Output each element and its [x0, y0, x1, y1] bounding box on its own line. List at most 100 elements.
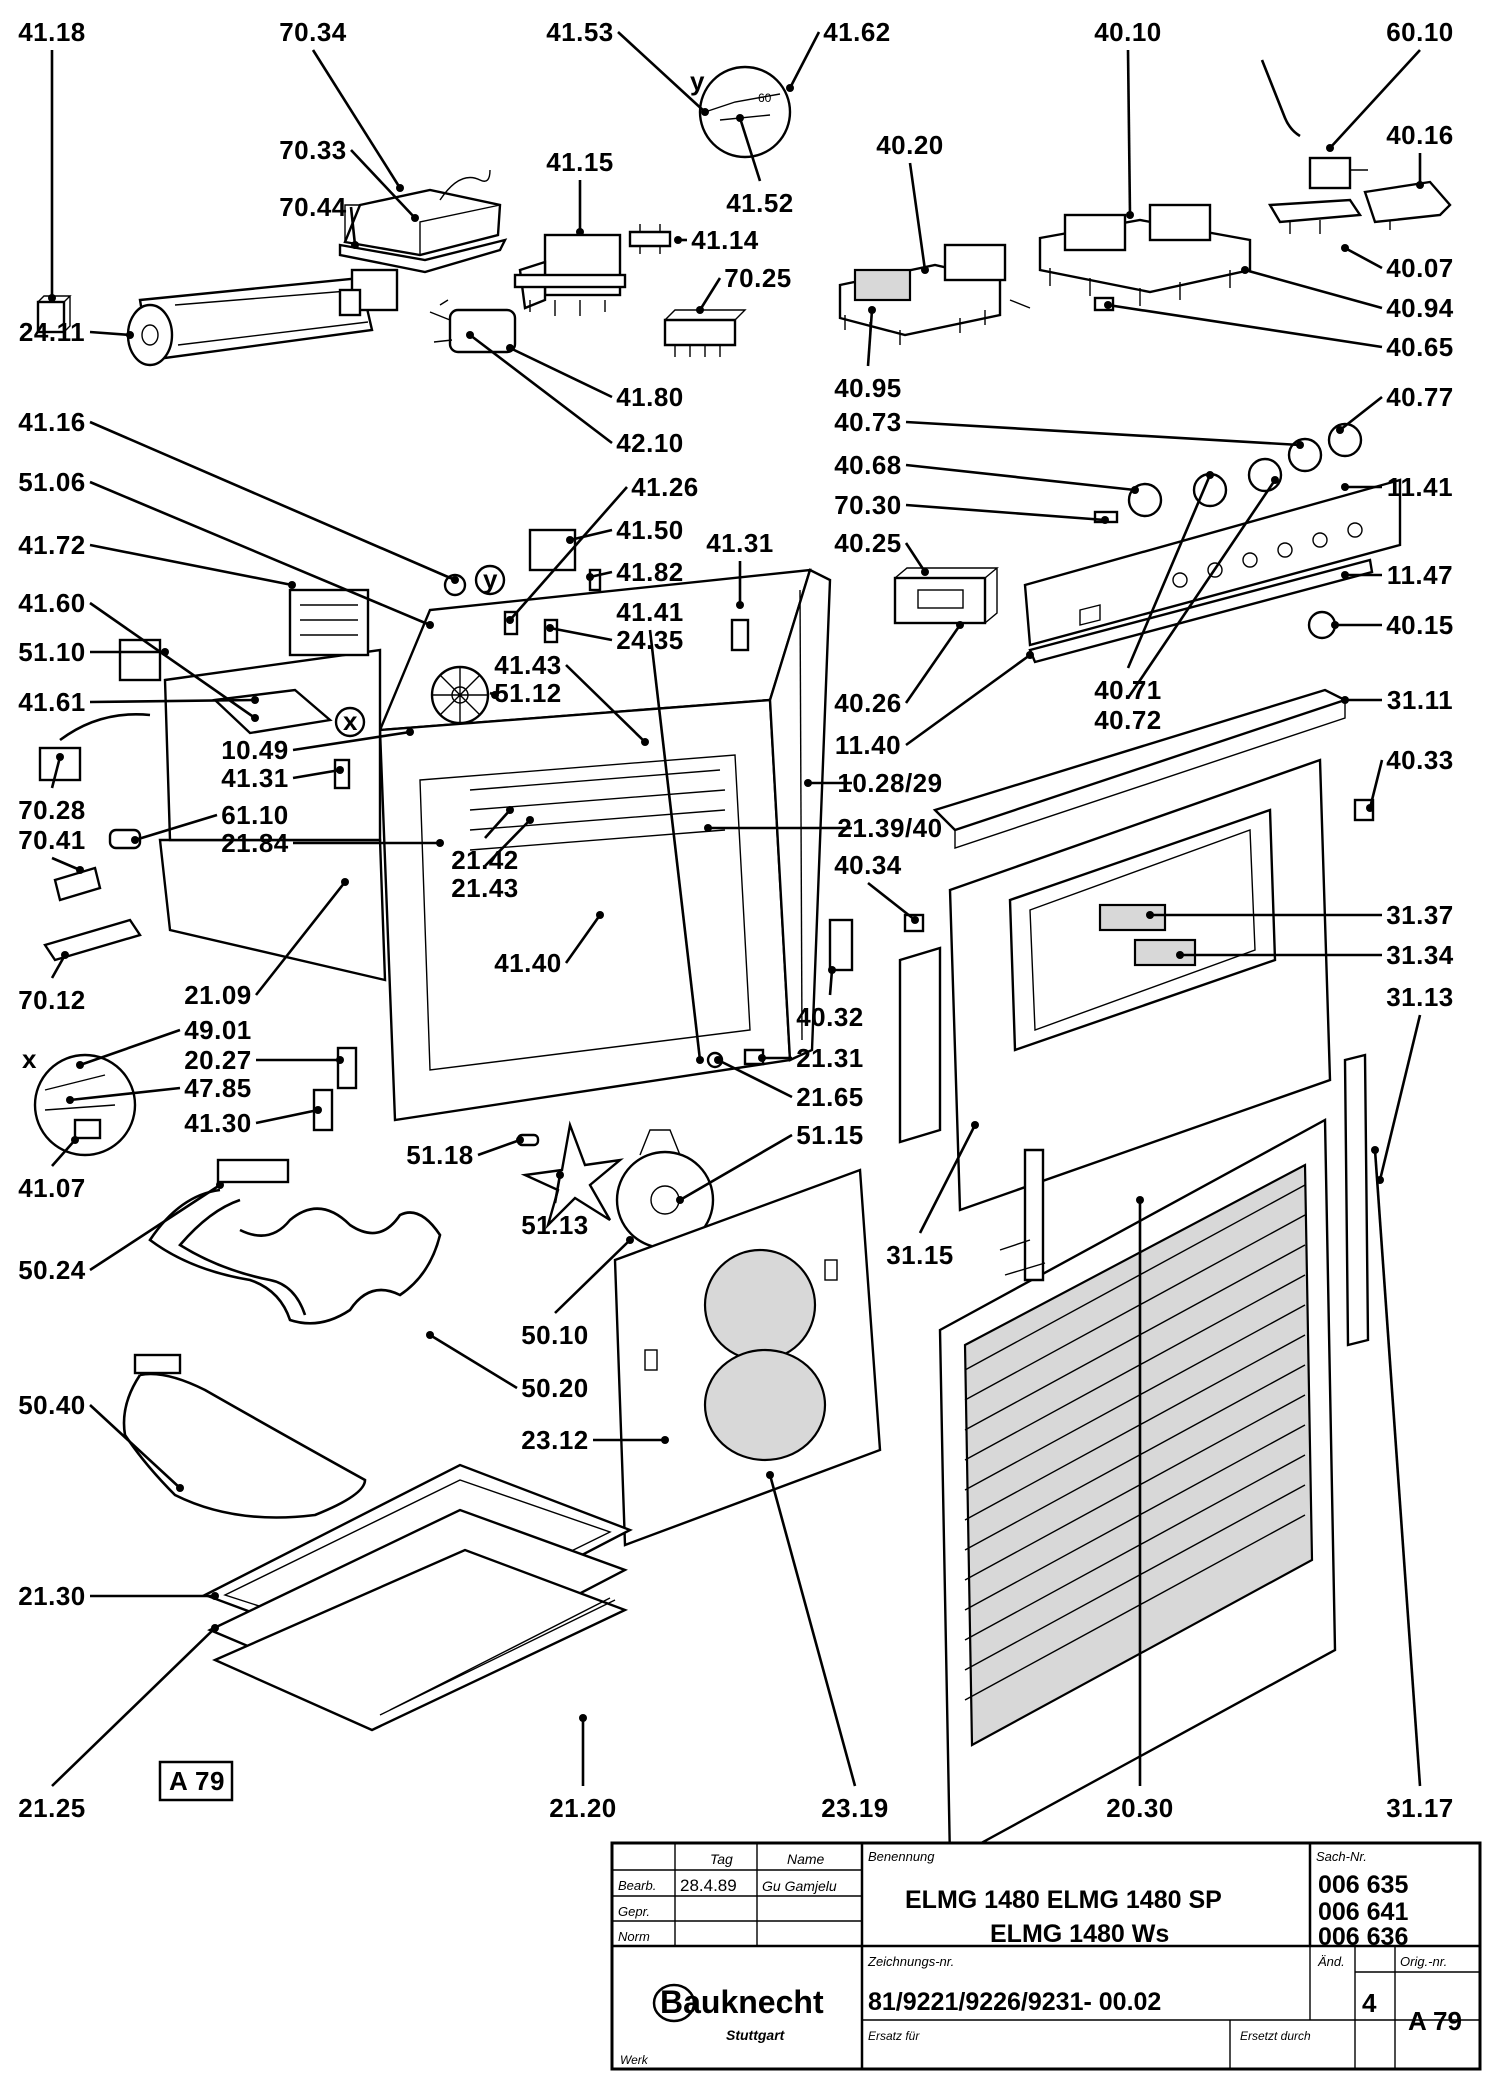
callout-dot [1104, 301, 1112, 309]
callout-leader [350, 149, 416, 219]
callout-leader [349, 206, 357, 246]
callout-leader [1368, 759, 1384, 809]
detail-marker-x-ref: x [343, 706, 358, 736]
callout-60-10: 60.10 [1326, 17, 1453, 152]
callout-21-31: 21.31 [758, 1043, 863, 1073]
detail-circle-y: 60 [698, 65, 792, 159]
callout-dot [66, 1096, 74, 1104]
callout-leader [51, 856, 81, 872]
callout-dot [1131, 486, 1139, 494]
callout-label: 41.72 [18, 530, 86, 560]
callout-dot [131, 836, 139, 844]
callout-label: 31.11 [1387, 685, 1453, 715]
callout-dot [314, 1106, 322, 1114]
callout-50-40: 50.40 [18, 1390, 184, 1492]
callout-leader [565, 664, 646, 743]
callout-label: 21.20 [549, 1793, 617, 1823]
callout-dot [736, 114, 744, 122]
callout-dot [61, 951, 69, 959]
callout-leader [617, 31, 706, 113]
callout-dot [701, 108, 709, 116]
callout-dot [1416, 181, 1424, 189]
part-switch-group-right [1038, 203, 1252, 312]
callout-dot [1176, 951, 1184, 959]
callout-dot [1126, 211, 1134, 219]
callout-dot [451, 576, 459, 584]
callout-label: 51.15 [796, 1120, 864, 1150]
callout-70-30: 70.30 [834, 490, 1109, 524]
callout-dot [956, 621, 964, 629]
callout-dot [426, 621, 434, 629]
row-gepr-label: Gepr. [618, 1904, 650, 1919]
callout-label: 41.43 [494, 650, 562, 680]
brand-city: Stuttgart [726, 2027, 786, 2043]
ersetzt-label: Ersetzt durch [1240, 2029, 1311, 2043]
callout-31-15: 31.15 [886, 1121, 979, 1270]
callout-41-61: 41.61 [18, 687, 259, 717]
callout-dot [396, 184, 404, 192]
callout-leader [51, 1139, 76, 1167]
callout-dot [576, 228, 584, 236]
callout-40-25: 40.25 [834, 528, 929, 576]
callout-leader [51, 1627, 216, 1787]
callout-label: 51.06 [18, 467, 86, 497]
callout-dot [48, 294, 56, 302]
callout-dot [736, 601, 744, 609]
callout-label: 40.34 [834, 850, 902, 880]
callout-leader [89, 480, 431, 627]
callout-dot [211, 1624, 219, 1632]
callout-dot [71, 1136, 79, 1144]
callout-dot [921, 266, 929, 274]
callout-leader [905, 503, 1106, 522]
callout-21-84: 21.84 [221, 828, 444, 858]
callout-label: 51.18 [406, 1140, 474, 1170]
callout-leader [89, 330, 131, 337]
callout-leader [569, 528, 613, 542]
callout-41-31: 41.31 [706, 528, 773, 609]
callout-leader [1244, 268, 1383, 310]
callout-label: 40.07 [1386, 253, 1454, 283]
callout-label: 41.40 [494, 948, 562, 978]
callout-41-16: 41.16 [18, 407, 459, 584]
callout-21-09: 21.09 [184, 878, 349, 1010]
callout-31-34: 31.34 [1176, 940, 1453, 970]
callout-label: 41.16 [18, 407, 86, 437]
callout-40-34: 40.34 [834, 850, 919, 924]
callout-leader [867, 881, 916, 922]
callout-leader [1339, 395, 1383, 432]
callout-dot [921, 568, 929, 576]
callout-dot [506, 806, 514, 814]
callout-dot [586, 573, 594, 581]
callout-dot [804, 779, 812, 787]
detail-circle-x [33, 1053, 137, 1157]
callout-label: 21.84 [221, 828, 289, 858]
callout-51-12: 51.12 [489, 678, 561, 708]
callout-23-12: 23.12 [521, 1425, 669, 1455]
callout-label: 40.10 [1094, 17, 1162, 47]
callout-40-26: 40.26 [834, 621, 964, 718]
callout-leader [768, 1474, 857, 1787]
callout-41-52: 41.52 [726, 114, 793, 218]
callout-dot [596, 911, 604, 919]
callout-label: 11.41 [1387, 472, 1453, 502]
callout-dot [56, 753, 64, 761]
callout-label: 40.20 [876, 130, 944, 160]
callout-dot [1336, 426, 1344, 434]
callout-dot [516, 1136, 524, 1144]
callout-leader [89, 543, 293, 587]
callout-20-30: 20.30 [1106, 1196, 1173, 1823]
callout-label: 51.13 [521, 1210, 589, 1240]
benennung-label: Benennung [868, 1849, 935, 1864]
callout-leader [904, 542, 927, 573]
callout-leader [1126, 49, 1132, 216]
callout-dot [704, 824, 712, 832]
signature-value: Gu Gamjelu [762, 1878, 837, 1894]
models-line-2: ELMG 1480 Ws [990, 1920, 1169, 1948]
callout-label: 41.41 [616, 597, 684, 627]
sheet-badge: A 79 [158, 1760, 234, 1802]
callout-dot [176, 1484, 184, 1492]
row-norm-label: Norm [618, 1929, 650, 1944]
callout-dot [556, 1171, 564, 1179]
